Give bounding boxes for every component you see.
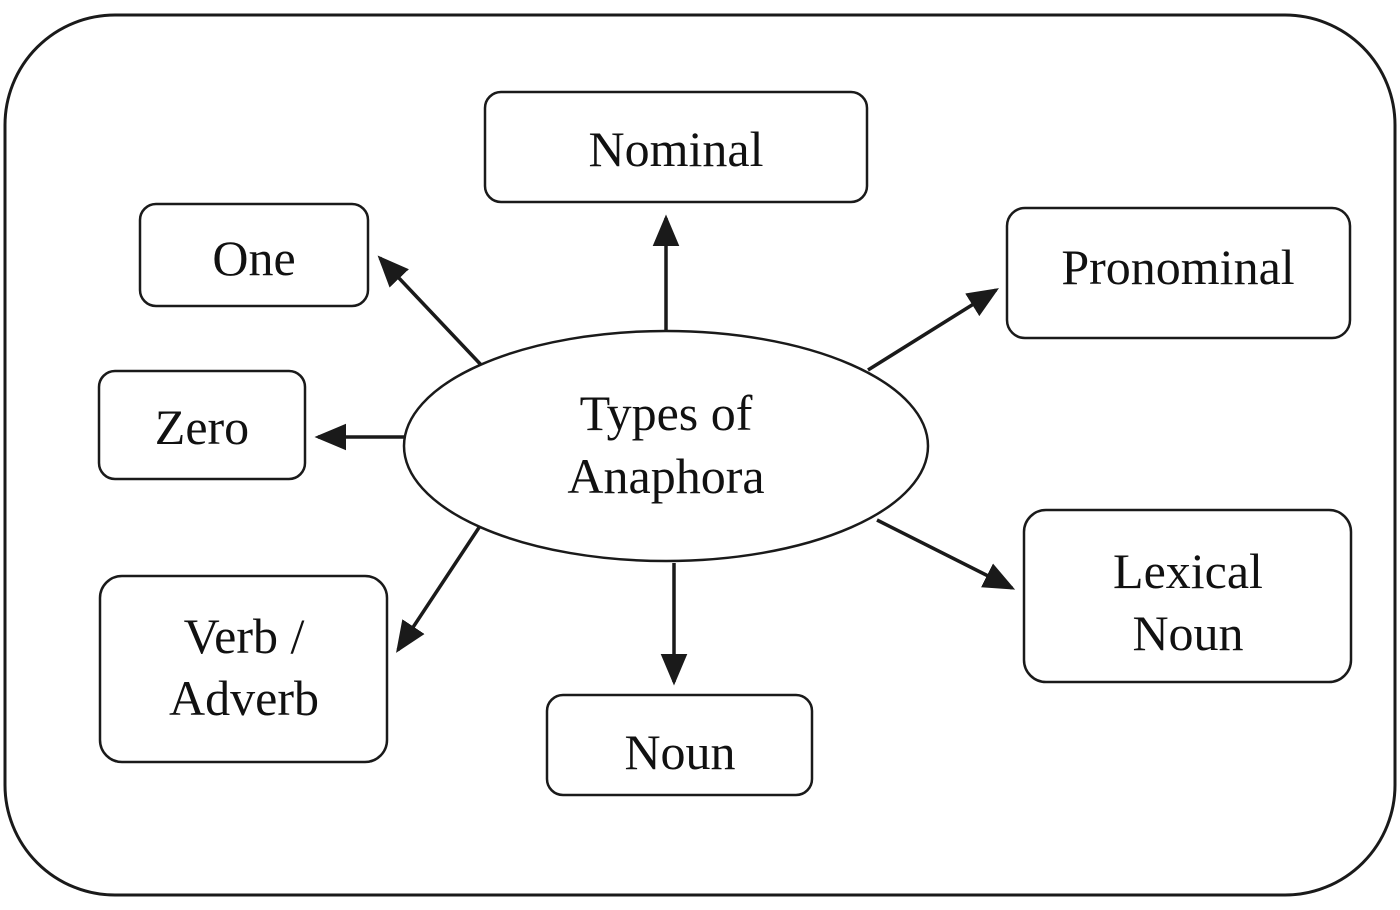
node-zero: Zero (97, 369, 307, 481)
center-label-line-1: Types of (580, 385, 753, 441)
arrow-to-one (377, 255, 486, 370)
arrow-to-pronominal (867, 288, 999, 372)
node-noun: Noun (545, 693, 814, 797)
node-lexical-noun-box (1022, 508, 1353, 684)
node-zero-label: Zero (155, 399, 249, 455)
node-one-label: One (212, 230, 295, 286)
node-one: One (138, 202, 370, 308)
arrow-to-verb-adverb (396, 519, 486, 653)
node-pronominal-label: Pronominal (1061, 239, 1294, 295)
node-nominal-box (483, 90, 869, 204)
node-zero-box (97, 369, 307, 481)
node-pronominal: Pronominal (1005, 206, 1352, 340)
node-verb-adverb-label-line-2: Adverb (169, 670, 319, 726)
node-verb-adverb-label-line-1: Verb / (184, 608, 305, 664)
node-lexical-noun-label-line-2: Noun (1132, 605, 1243, 661)
node-lexical-noun: Lexical Noun (1022, 508, 1353, 684)
center-ellipse (402, 329, 930, 563)
node-verb-adverb: Verb / Adverb (98, 574, 389, 764)
node-pronominal-box (1005, 206, 1352, 340)
node-verb-adverb-box (98, 574, 389, 764)
center-label-line-2: Anaphora (567, 448, 764, 504)
node-one-box (138, 202, 370, 308)
node-nominal-label: Nominal (589, 121, 764, 177)
arrow-to-lexical-noun (876, 518, 1016, 590)
node-noun-box (545, 693, 814, 797)
node-lexical-noun-label-line-1: Lexical (1113, 543, 1263, 599)
node-noun-label: Noun (624, 724, 735, 780)
center-node: Types of Anaphora (402, 329, 930, 563)
connector-arrows (314, 214, 1016, 686)
node-nominal: Nominal (483, 90, 869, 204)
